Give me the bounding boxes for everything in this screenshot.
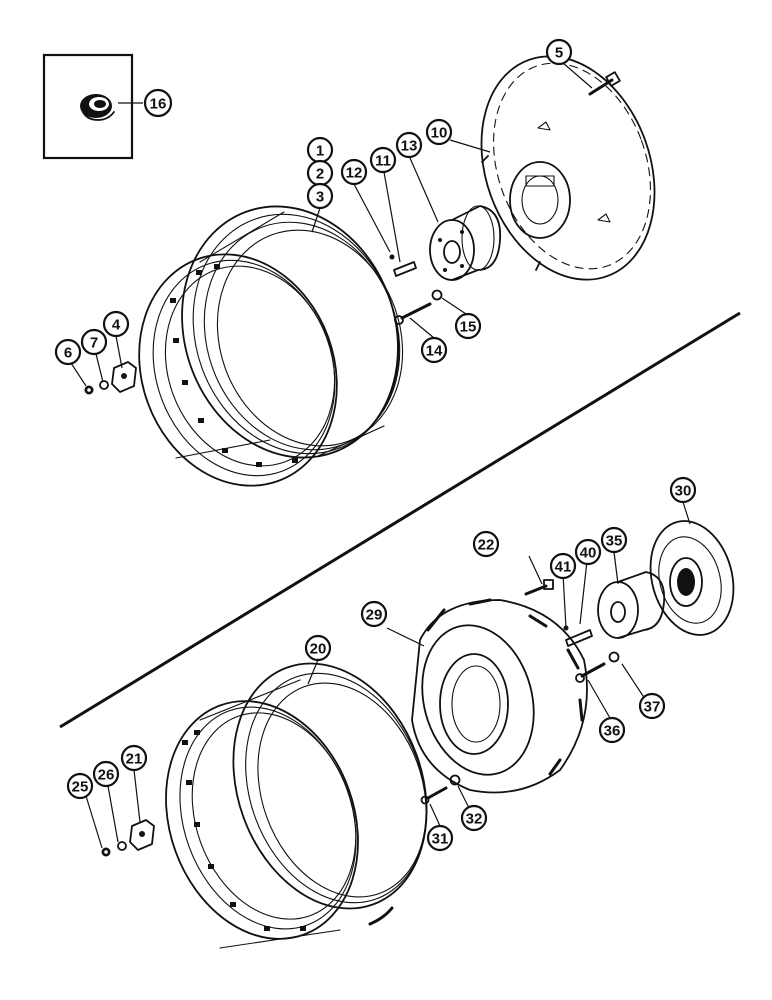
svg-text:16: 16 [150,96,167,113]
svg-text:15: 15 [460,319,477,336]
callout-26: 26 [92,760,120,788]
svg-text:40: 40 [580,545,597,562]
callout-30: 30 [669,476,697,504]
svg-text:32: 32 [466,811,483,828]
upper-bolt [394,289,443,325]
svg-text:5: 5 [555,45,563,62]
callout-25: 25 [66,772,94,800]
plug-part [80,94,115,121]
callout-6: 6 [54,338,82,366]
lower-hub [597,571,666,639]
svg-text:2: 2 [316,166,324,183]
upper-hub-plate [480,55,656,281]
key-pin [389,254,417,277]
svg-text:4: 4 [112,317,121,334]
svg-text:22: 22 [478,537,495,554]
lower-hub-cap [649,520,735,636]
callout-15: 15 [454,312,482,340]
svg-text:20: 20 [310,641,327,658]
svg-text:3: 3 [316,189,324,206]
svg-text:30: 30 [675,483,692,500]
housing-bolt [420,774,461,805]
svg-text:25: 25 [72,779,89,796]
callout-37: 37 [638,692,666,720]
callout-4: 4 [102,310,130,338]
svg-text:35: 35 [606,533,623,550]
section-divider [59,311,741,729]
callout-14: 14 [420,336,448,364]
leader-lines [70,62,691,849]
callout-36: 36 [598,716,626,744]
svg-text:37: 37 [644,699,661,716]
callout-31: 31 [426,824,454,852]
callout-12: 12 [340,158,368,186]
svg-text:13: 13 [401,138,418,155]
lower-wheel-rim [165,662,428,949]
callout-7: 7 [80,328,108,356]
svg-text:14: 14 [426,343,443,360]
lower-hub-housing [411,598,588,794]
hub-bolt [588,71,621,96]
svg-text:26: 26 [98,767,115,784]
svg-text:41: 41 [555,559,572,576]
svg-text:1: 1 [316,143,324,160]
upper-wheel-rim [138,205,404,487]
callout-21: 21 [120,744,148,772]
callout-29: 29 [360,600,388,628]
inset-box [42,53,134,160]
svg-text:31: 31 [432,831,449,848]
callout-10: 10 [425,118,453,146]
svg-text:7: 7 [90,335,98,352]
callout-1: 1 [306,136,334,164]
svg-text:6: 6 [64,345,72,362]
upper-clamp-assembly [84,361,137,395]
svg-text:10: 10 [431,125,448,142]
callout-40: 40 [574,538,602,566]
callout-3: 3 [306,182,334,210]
callout-32: 32 [460,804,488,832]
svg-text:36: 36 [604,723,621,740]
svg-text:12: 12 [346,165,363,182]
svg-text:29: 29 [366,607,383,624]
callout-5: 5 [545,38,573,66]
callout-13: 13 [395,131,423,159]
callout-16: 16 [143,88,173,118]
svg-text:21: 21 [126,751,143,768]
callout-2: 2 [306,159,334,187]
lower-clamp-assembly [101,819,155,857]
callout-41: 41 [549,552,577,580]
svg-text:11: 11 [375,153,391,170]
callout-20: 20 [304,634,332,662]
callout-35: 35 [600,526,628,554]
upper-hub [429,205,502,281]
callout-22: 22 [472,530,500,558]
callout-11: 11 [369,146,397,174]
